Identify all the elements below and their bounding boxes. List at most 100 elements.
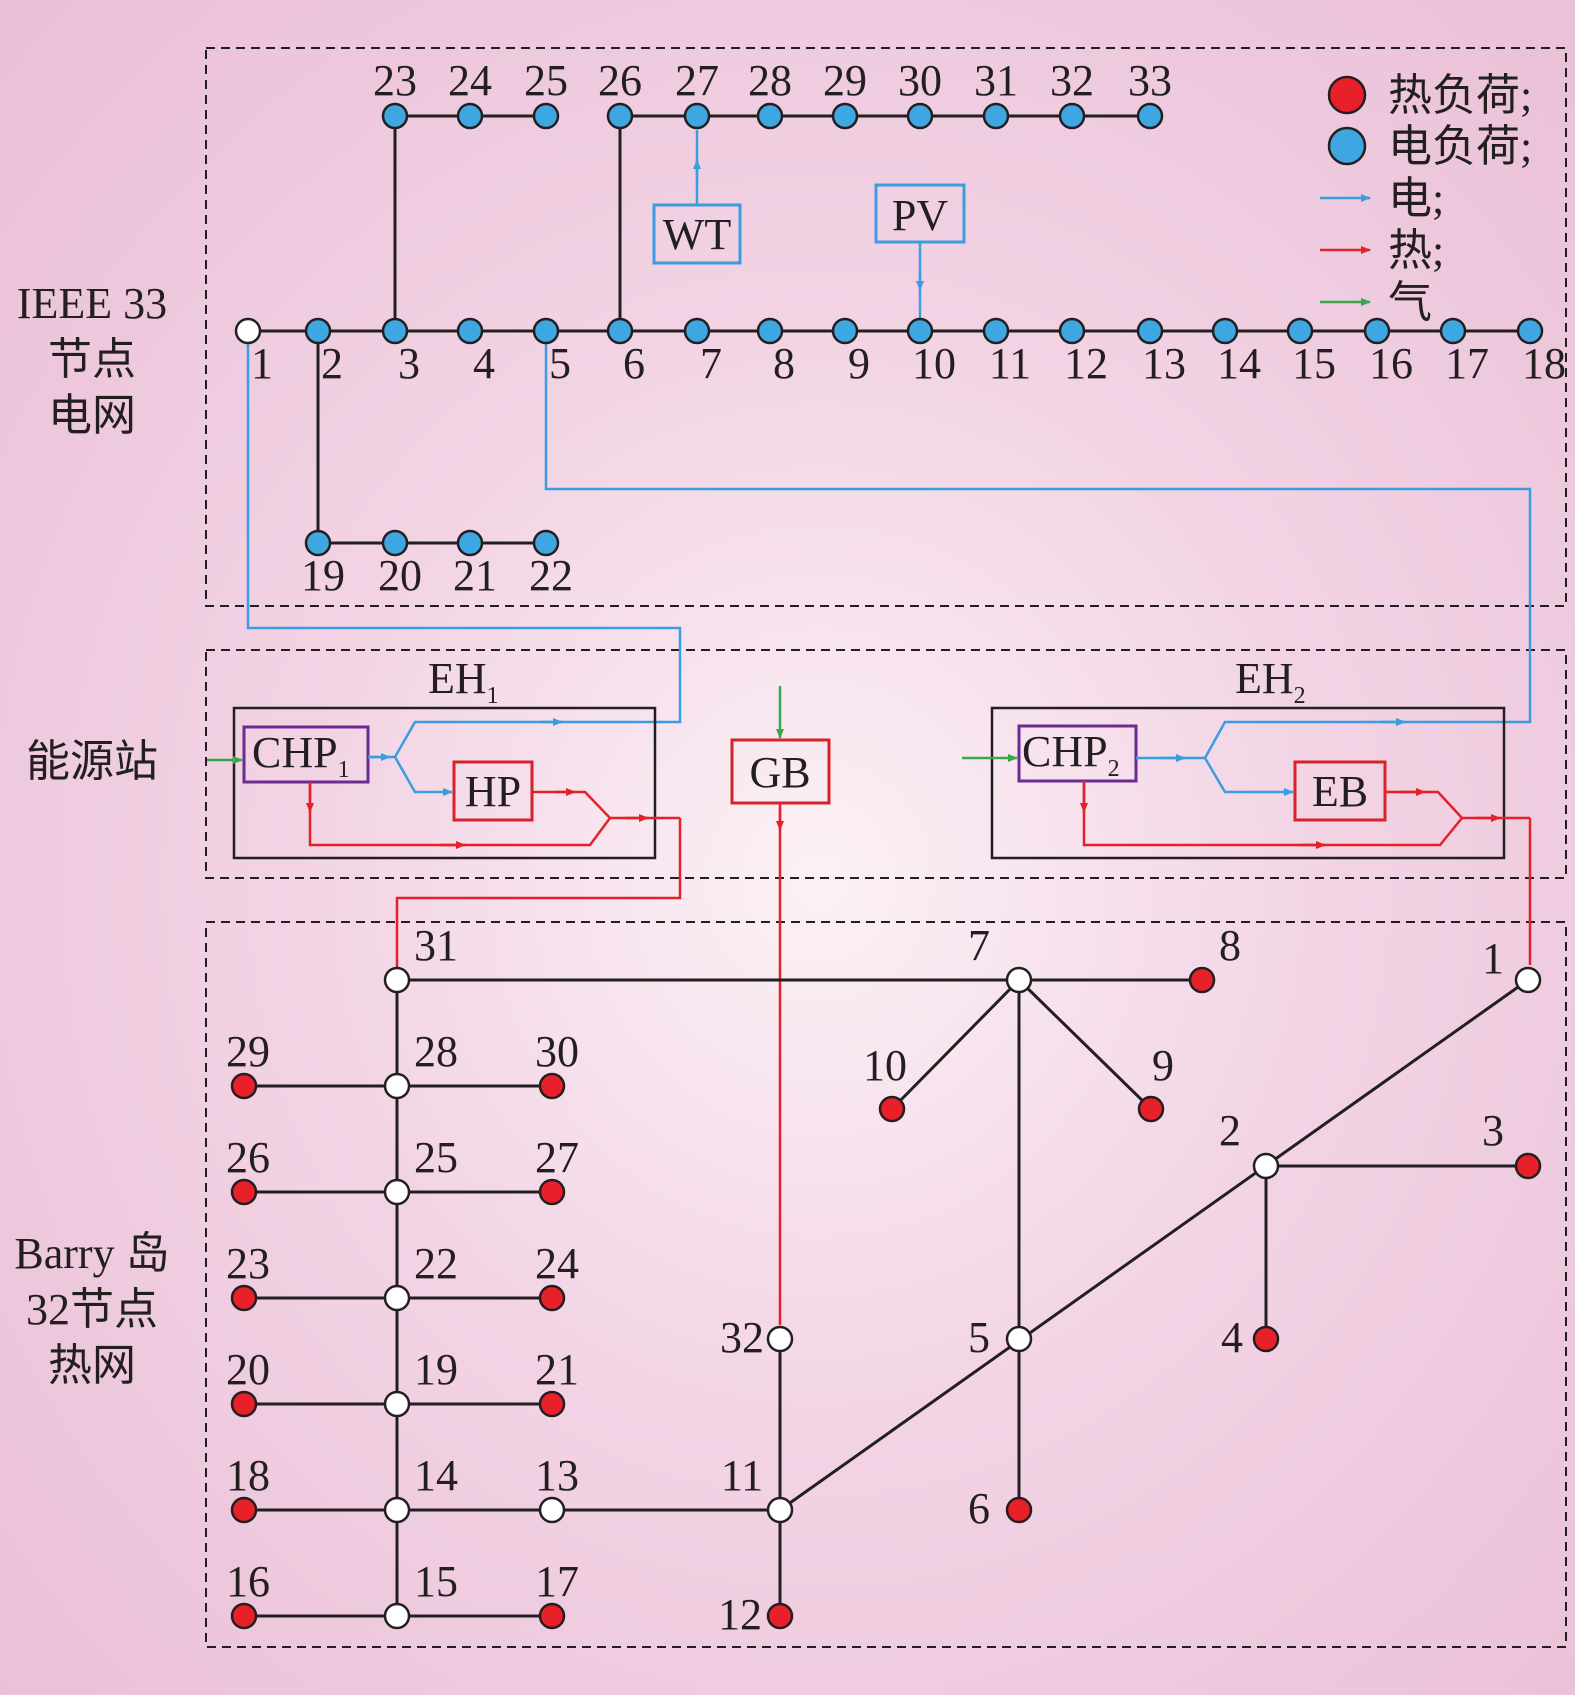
heat-node-32 — [766, 1325, 794, 1353]
heat-node-26-label: 26 — [226, 1133, 270, 1182]
legend-heat-load-label: 热负荷; — [1388, 71, 1532, 120]
power-node-7 — [683, 317, 711, 345]
heat-node-11 — [766, 1496, 794, 1524]
heat-node-5 — [1005, 1325, 1033, 1353]
heat-node-30-label: 30 — [535, 1027, 579, 1076]
wt-device: WT — [652, 130, 742, 265]
eh1-heat-paths — [306, 782, 682, 978]
power-node-15-label: 15 — [1292, 339, 1336, 388]
power-node-9-label: 9 — [848, 339, 870, 388]
power-node-33 — [1136, 102, 1164, 130]
heat-node-15-label: 15 — [414, 1557, 458, 1606]
power-node-27 — [683, 102, 711, 130]
power-node-11 — [982, 317, 1010, 345]
power-node-24-label: 24 — [448, 56, 492, 105]
power-node-17-label: 17 — [1445, 339, 1489, 388]
heat-node-28-label: 28 — [414, 1027, 458, 1076]
heat-node-19 — [383, 1390, 411, 1418]
legend-electric-load-label: 电负荷; — [1388, 122, 1532, 171]
heat-node-14-label: 14 — [414, 1451, 458, 1500]
heat-node-2 — [1252, 1152, 1280, 1180]
heat-grid-label-line2: 32节点 — [26, 1285, 158, 1334]
heat-node-22 — [383, 1284, 411, 1312]
heat-node-23 — [230, 1284, 258, 1312]
power-grid-label-line1: IEEE 33 — [17, 279, 167, 328]
power-grid-frame — [205, 47, 1567, 607]
power-node-30 — [906, 102, 934, 130]
pv-label: PV — [892, 191, 948, 240]
heat-node-20 — [230, 1390, 258, 1418]
chp1-box — [242, 725, 370, 784]
legend-electric-label: 电; — [1388, 174, 1444, 223]
heat-node-21 — [538, 1390, 566, 1418]
power-node-24 — [456, 102, 484, 130]
pv-device: PV — [874, 183, 966, 318]
power-node-25 — [532, 102, 560, 130]
chp2-label: CHP2 — [1022, 727, 1120, 782]
heat-node-19-label: 19 — [414, 1345, 458, 1394]
heat-line-7-9 — [1017, 978, 1153, 1111]
power-node-30-label: 30 — [898, 56, 942, 105]
power-node-29-label: 29 — [823, 56, 867, 105]
heat-node-18-label: 18 — [226, 1451, 270, 1500]
heat-node-32-label: 32 — [720, 1313, 764, 1362]
heat-node-31 — [383, 966, 411, 994]
power-node-18-label: 18 — [1522, 339, 1566, 388]
eh1-title: EH1 — [428, 654, 499, 709]
power-node-3 — [381, 317, 409, 345]
power-node-28-label: 28 — [748, 56, 792, 105]
heat-node-2-label: 2 — [1219, 1106, 1241, 1155]
heat-node-17-label: 17 — [535, 1557, 579, 1606]
heat-node-4-label: 4 — [1221, 1313, 1243, 1362]
section-frames — [205, 47, 1567, 1648]
power-grid-label-line2: 节点 — [48, 335, 136, 384]
heat-node-29-label: 29 — [226, 1027, 270, 1076]
power-node-20-label: 20 — [378, 551, 422, 600]
heat-node-24 — [538, 1284, 566, 1312]
power-node-16-label: 16 — [1369, 339, 1413, 388]
heat-node-5-label: 5 — [968, 1313, 990, 1362]
hp-label: HP — [465, 767, 521, 816]
heat-node-16 — [230, 1602, 258, 1630]
heat-node-6 — [1005, 1496, 1033, 1524]
heat-node-7 — [1005, 966, 1033, 994]
heat-node-13-label: 13 — [535, 1451, 579, 1500]
power-node-12 — [1058, 317, 1086, 345]
heat-node-26 — [230, 1178, 258, 1206]
eh1-electric-paths — [368, 718, 605, 796]
legend-gas-label: 气 — [1388, 278, 1432, 327]
power-node-29 — [831, 102, 859, 130]
power-node-5-label: 5 — [549, 339, 571, 388]
heat-node-21-label: 21 — [535, 1345, 579, 1394]
heat-node-31-label: 31 — [414, 921, 458, 970]
power-node-16 — [1363, 317, 1391, 345]
power-node-17 — [1439, 317, 1467, 345]
heat-node-22-label: 22 — [414, 1239, 458, 1288]
eh1-to-heat-node-31 — [395, 818, 682, 978]
power-node-8 — [756, 317, 784, 345]
heat-node-8-label: 8 — [1219, 921, 1241, 970]
heat-node-16-label: 16 — [226, 1557, 270, 1606]
power-node-3-label: 3 — [398, 339, 420, 388]
heat-node-29 — [230, 1072, 258, 1100]
power-node-20 — [381, 529, 409, 557]
power-node-14 — [1211, 317, 1239, 345]
power-node-1-label: 1 — [251, 339, 273, 388]
heat-node-28 — [383, 1072, 411, 1100]
eh2-hub: EH2 CHP2 EB — [962, 654, 1532, 965]
heat-node-8 — [1188, 966, 1216, 994]
power-node-14-label: 14 — [1217, 339, 1261, 388]
eb-label: EB — [1312, 767, 1368, 816]
heat-node-17 — [538, 1602, 566, 1630]
power-node-33-label: 33 — [1128, 56, 1172, 105]
chp2-box — [1017, 724, 1138, 783]
power-node-28 — [756, 102, 784, 130]
section-labels: IEEE 33 节点 电网 能源站 Barry 岛 32节点 热网 — [14, 279, 169, 1390]
heat-line-11-1 — [779, 978, 1529, 1512]
power-node-26-label: 26 — [598, 56, 642, 105]
heat-node-7-label: 7 — [968, 921, 990, 970]
power-node-25-label: 25 — [524, 56, 568, 105]
power-node-19-label: 19 — [301, 551, 345, 600]
